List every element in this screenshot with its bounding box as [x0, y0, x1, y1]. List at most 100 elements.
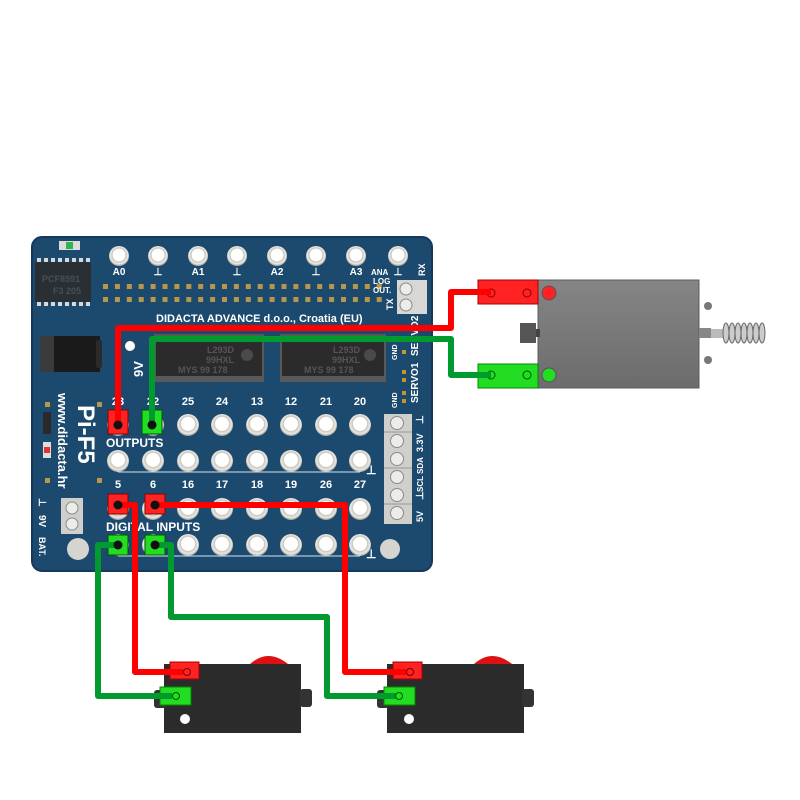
ground-symbol-1: ⊥	[366, 463, 376, 477]
output-pin-label: 24	[216, 396, 229, 408]
io-pin[interactable]	[315, 534, 337, 556]
io-pin[interactable]	[211, 414, 233, 436]
gpio-pad	[341, 284, 346, 289]
term-gnd-1: ⊥	[415, 415, 426, 424]
output-pin-label: 21	[320, 396, 332, 408]
analog-pin[interactable]	[306, 246, 326, 266]
mount-hole-br	[380, 539, 400, 559]
io-pin[interactable]	[280, 414, 302, 436]
gpio-pad	[364, 297, 370, 302]
io-pin[interactable]	[177, 450, 199, 472]
gpio-pad	[103, 284, 108, 289]
analog-pin-row	[109, 246, 408, 266]
out-label: OUT.	[373, 286, 391, 295]
switch-right[interactable]	[377, 656, 534, 733]
adc-chip-label-2: F3 205	[53, 286, 81, 296]
gpio-pad	[150, 297, 156, 302]
gpio-pad	[198, 284, 204, 289]
gpio-pad	[269, 297, 275, 302]
analog-pin-label: A3	[350, 267, 363, 278]
gpio-pad	[245, 297, 251, 302]
url-label: www.didacta.hr	[55, 392, 70, 489]
power-terminal-block[interactable]: ⊥ 3.3V SDA SCL ⊥ 5V	[384, 414, 426, 524]
io-pin[interactable]	[315, 414, 337, 436]
io-pin[interactable]	[280, 450, 302, 472]
analog-pin[interactable]	[267, 246, 287, 266]
gpio-pad	[293, 284, 299, 289]
serial-terminal[interactable]: RX TX	[385, 263, 427, 314]
gpio-pad	[233, 297, 239, 302]
wire-solenoid-red[interactable]	[115, 289, 491, 425]
io-pin[interactable]	[349, 450, 371, 472]
analog-pin[interactable]	[346, 246, 366, 266]
io-pin[interactable]	[142, 450, 164, 472]
analog-pin[interactable]	[109, 246, 129, 266]
output-pin-label: 12	[285, 396, 297, 408]
gpio-pad	[293, 297, 299, 302]
gpio-pad	[186, 284, 192, 289]
output-pin-label: 27	[354, 479, 366, 491]
adc-chip-label-1: PCF8591	[42, 274, 80, 284]
servo2-gnd-label: GND	[392, 344, 399, 360]
io-pin[interactable]	[246, 534, 268, 556]
gpio-pad	[376, 297, 382, 302]
wire-switch-left-red[interactable]	[118, 502, 183, 675]
io-pin[interactable]	[107, 450, 129, 472]
io-pin[interactable]	[211, 534, 233, 556]
spring-icon	[711, 322, 766, 344]
output-pin-label: 20	[354, 396, 366, 408]
battery-volt-label: 9V	[36, 515, 47, 528]
gpio-pad	[233, 284, 239, 289]
gpio-pad	[138, 284, 144, 289]
wire-switch-right-red[interactable]	[154, 502, 406, 675]
gpio-pad	[162, 297, 168, 302]
io-pin[interactable]	[349, 498, 371, 520]
io-pin[interactable]	[177, 534, 199, 556]
analog-pin[interactable]	[388, 246, 408, 266]
pi-f5-board: PCF8591 F3 205 9V A0⊥A1⊥A2⊥A3⊥ ANA LOG O…	[31, 236, 433, 572]
io-pin[interactable]	[280, 498, 302, 520]
io-pin[interactable]	[315, 450, 337, 472]
battery-gnd-label: ⊥	[36, 498, 47, 507]
gpio-pad	[138, 297, 144, 302]
ground-symbol-2: ⊥	[366, 547, 376, 561]
io-pin[interactable]	[280, 534, 302, 556]
gpio-pad	[103, 297, 108, 302]
io-pin[interactable]	[246, 414, 268, 436]
io-pin[interactable]	[246, 498, 268, 520]
gpio-pad	[376, 284, 382, 289]
analog-pin[interactable]	[188, 246, 208, 266]
analog-pin-label: A2	[271, 267, 284, 278]
wire-switch-right-green[interactable]	[154, 542, 396, 699]
gpio-pad	[305, 297, 311, 302]
term-5v: 5V	[415, 511, 425, 522]
io-pin[interactable]	[211, 450, 233, 472]
battery-terminal[interactable]: ⊥ 9V BAT.	[36, 498, 83, 556]
io-pin[interactable]	[211, 498, 233, 520]
solenoid-actuator[interactable]	[477, 279, 766, 389]
wire-switch-left-green[interactable]	[95, 542, 172, 699]
gpio-pad	[305, 284, 311, 289]
output-pin-label: 25	[182, 396, 194, 408]
gpio-pad	[210, 297, 216, 302]
gpio-pad	[317, 284, 323, 289]
io-pin[interactable]	[177, 414, 199, 436]
term-gnd-2: ⊥	[415, 491, 426, 500]
io-pin[interactable]	[177, 498, 199, 520]
analog-pin[interactable]	[227, 246, 247, 266]
gpio-pad	[174, 297, 180, 302]
analog-pin[interactable]	[148, 246, 168, 266]
io-pin[interactable]	[246, 450, 268, 472]
digital-inputs-title: DIGITAL INPUTS	[106, 520, 200, 534]
log-label: LOG	[373, 277, 390, 286]
io-pin[interactable]	[349, 534, 371, 556]
battery-bat-label: BAT.	[37, 537, 47, 556]
mount-hole-bl	[67, 538, 89, 560]
ana-log-out-label: ANA LOG OUT.	[371, 268, 391, 295]
switch-left[interactable]	[154, 656, 312, 733]
io-pin[interactable]	[315, 498, 337, 520]
rx-label: RX	[417, 263, 427, 276]
gpio-pad	[329, 284, 335, 289]
io-pin[interactable]	[349, 414, 371, 436]
wire-solenoid-green[interactable]	[149, 336, 491, 425]
